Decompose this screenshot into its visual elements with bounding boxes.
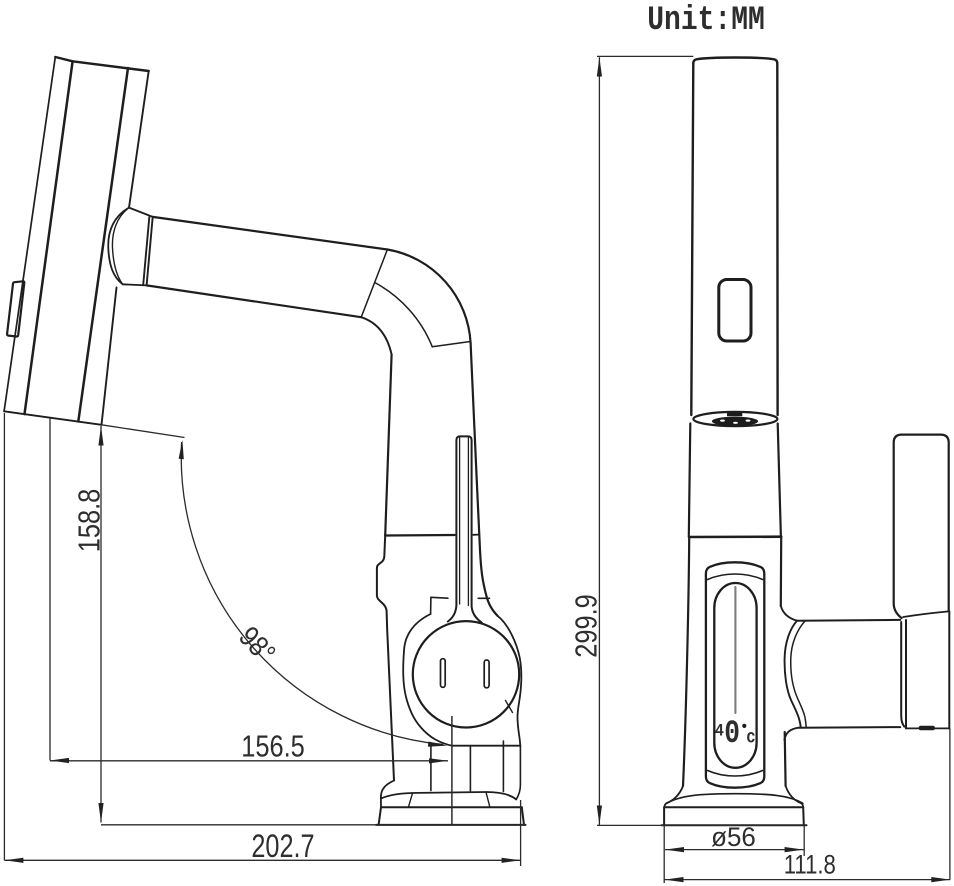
svg-text:156.5: 156.5 xyxy=(241,729,305,764)
svg-text:Unit:MM: Unit:MM xyxy=(647,2,765,40)
svg-text:299.9: 299.9 xyxy=(569,594,604,658)
svg-text:158.8: 158.8 xyxy=(72,489,107,553)
svg-text:111.8: 111.8 xyxy=(784,851,836,881)
svg-text:202.7: 202.7 xyxy=(251,829,314,865)
svg-text:c: c xyxy=(746,728,755,749)
svg-text:0: 0 xyxy=(724,716,740,752)
svg-text:ø56: ø56 xyxy=(711,821,756,852)
svg-text:4: 4 xyxy=(715,721,724,741)
